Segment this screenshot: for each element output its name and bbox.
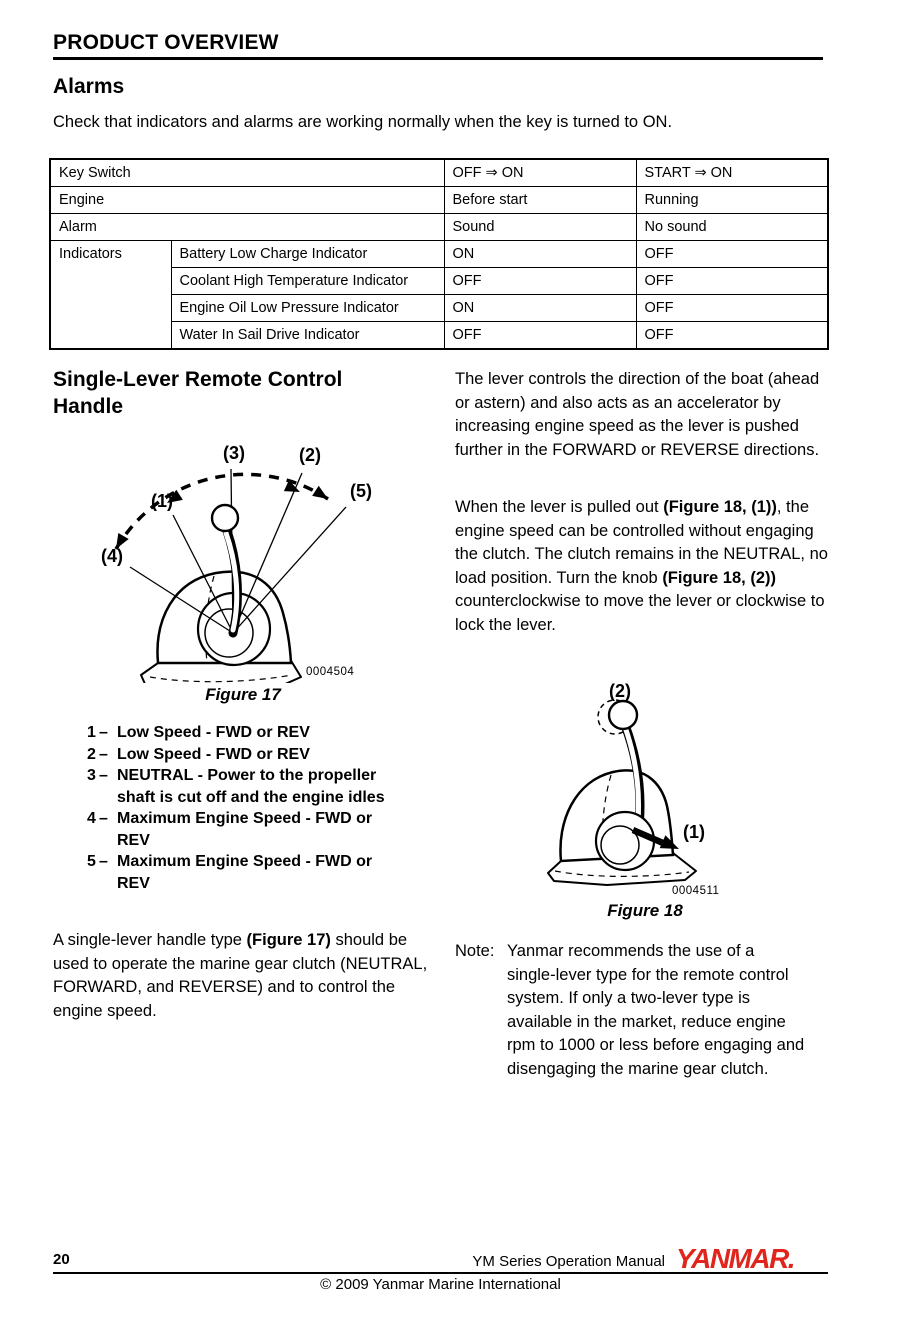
- note-block: Note: Yanmar recommends the use of a sin…: [455, 940, 807, 1081]
- alarms-heading: Alarms: [53, 75, 125, 98]
- figure18-reference-2: (Figure 18, (2)): [662, 568, 776, 587]
- paragraph-text: A single-lever handle type: [53, 931, 247, 949]
- paragraph-text: , the engine speed can be controlled wit…: [455, 498, 828, 587]
- legend-text: Low Speed - FWD or REV: [117, 724, 310, 741]
- cell-start-on: START ⇒ ON: [635, 158, 829, 187]
- figure17-image-code: 0004504: [306, 666, 355, 678]
- cell-indicator-state: ON: [443, 240, 637, 268]
- cell-sound: Sound: [443, 213, 637, 241]
- single-lever-paragraph: A single-lever handle type (Figure 17) s…: [53, 929, 431, 1023]
- legend-dash: –: [99, 724, 108, 741]
- legend-item: 1–Low Speed - FWD or REV: [87, 722, 432, 744]
- legend-text: Maximum Engine Speed - FWD or REV: [117, 853, 373, 892]
- paragraph-text: should be used to operate the marine gea…: [53, 931, 428, 1020]
- figure17-caption: Figure 17: [205, 685, 281, 704]
- figure17-illustration: (1) (2) (3) (4) (5): [101, 443, 372, 689]
- alarm-indicator-table: Key Switch OFF ⇒ ON START ⇒ ON Engine Be…: [49, 158, 829, 350]
- legend-text: Maximum Engine Speed - FWD or REV: [117, 810, 373, 849]
- cell-indicator-state: OFF: [635, 240, 829, 268]
- alarm-table-grid: Key Switch OFF ⇒ ON START ⇒ ON Engine Be…: [49, 158, 829, 350]
- yanmar-logo: YANMAR.: [676, 1243, 796, 1274]
- header-rule: [53, 57, 823, 60]
- page-number: 20: [53, 1251, 70, 1268]
- note-label: Note:: [455, 942, 495, 960]
- legend-dash: –: [99, 853, 108, 870]
- legend-num: 5: [87, 853, 96, 870]
- paragraph-text: counterclockwise to move the lever or cl…: [455, 592, 825, 634]
- footer-rule: [53, 1272, 828, 1274]
- lever-direction-paragraph: The lever controls the direction of the …: [455, 370, 820, 459]
- legend-num: 4: [87, 810, 96, 827]
- figure18-label-1: (1): [683, 822, 705, 842]
- figure17-label-3: (3): [223, 443, 245, 463]
- cell-key-switch: Key Switch: [49, 158, 445, 187]
- note-text: Yanmar recommends the use of a single-le…: [507, 942, 805, 1078]
- table-row: Coolant High Temperature Indicator OFF O…: [50, 267, 829, 295]
- legend-dash: –: [99, 767, 108, 784]
- copyright-text: © 2009 Yanmar Marine International: [320, 1276, 561, 1293]
- legend-dash: –: [99, 810, 108, 827]
- table-row: Engine Oil Low Pressure Indicator ON OFF: [50, 294, 829, 322]
- legend-text: NEUTRAL - Power to the propeller shaft i…: [117, 767, 385, 806]
- cell-indicator-name: Coolant High Temperature Indicator: [170, 267, 445, 295]
- cell-indicators-label: Indicators: [49, 240, 172, 350]
- lever-pullout-paragraph: When the lever is pulled out (Figure 18,…: [455, 496, 828, 637]
- paragraph-text: When the lever is pulled out: [455, 498, 664, 516]
- legend-num: 3: [87, 767, 96, 784]
- figure18-image-code: 0004511: [672, 885, 720, 897]
- table-row: Key Switch OFF ⇒ ON START ⇒ ON: [49, 158, 829, 187]
- table-row: Water In Sail Drive Indicator OFF OFF: [50, 321, 829, 350]
- legend-num: 1: [87, 724, 96, 741]
- legend-item: 4–Maximum Engine Speed - FWD or REV: [87, 808, 432, 851]
- cell-no-sound: No sound: [635, 213, 829, 241]
- cell-alarm: Alarm: [49, 213, 445, 241]
- cell-off-on: OFF ⇒ ON: [443, 158, 637, 187]
- single-lever-heading: Single-Lever Remote Control Handle: [53, 368, 343, 418]
- legend-item: 5–Maximum Engine Speed - FWD or REV: [87, 851, 432, 894]
- cell-before-start: Before start: [443, 186, 637, 214]
- cell-indicator-state: OFF: [443, 267, 637, 295]
- figure17-label-4: (4): [101, 546, 123, 566]
- figure17-reference: (Figure 17): [246, 931, 331, 949]
- table-row: Alarm Sound No sound: [49, 213, 829, 241]
- cell-indicator-state: OFF: [635, 294, 829, 322]
- cell-indicator-name: Battery Low Charge Indicator: [170, 240, 445, 268]
- cell-indicator-name: Engine Oil Low Pressure Indicator: [170, 294, 445, 322]
- figure18-illustration: (2) (1): [547, 681, 705, 886]
- cell-indicator-state: ON: [443, 294, 637, 322]
- manual-title: YM Series Operation Manual: [472, 1253, 665, 1270]
- figure17-label-5: (5): [350, 481, 372, 501]
- cell-running: Running: [635, 186, 829, 214]
- figure18-label-2: (2): [609, 681, 631, 701]
- page-title: PRODUCT OVERVIEW: [53, 31, 279, 54]
- cell-indicator-name: Water In Sail Drive Indicator: [170, 321, 445, 350]
- alarms-intro-text: Check that indicators and alarms are wor…: [53, 113, 673, 131]
- figure18-caption: Figure 18: [607, 901, 683, 920]
- cell-indicator-state: OFF: [443, 321, 637, 350]
- figure18-reference-1: (Figure 18, (1)): [663, 498, 777, 516]
- legend-text: Low Speed - FWD or REV: [117, 745, 310, 763]
- figure17-label-2: (2): [299, 445, 321, 465]
- legend-item: 3–NEUTRAL - Power to the propeller shaft…: [87, 765, 432, 808]
- figure18: (2) (1) 0004511 Figure 18: [545, 675, 805, 945]
- cell-indicator-state: OFF: [635, 321, 829, 350]
- table-row: Engine Before start Running: [49, 186, 829, 214]
- figure17-label-1: (1): [151, 491, 173, 511]
- cell-engine: Engine: [49, 186, 445, 214]
- table-row: Indicators Battery Low Charge Indicator …: [49, 240, 829, 350]
- legend-num: 2: [87, 745, 96, 763]
- legend-dash: –: [99, 745, 108, 763]
- figure17-legend: 1–Low Speed - FWD or REV 2–Low Speed - F…: [87, 722, 432, 894]
- legend-item: 2–Low Speed - FWD or REV: [87, 744, 432, 766]
- cell-indicator-state: OFF: [635, 267, 829, 295]
- figure17: (1) (2) (3) (4) (5) 0004504 Figure 17: [78, 437, 408, 712]
